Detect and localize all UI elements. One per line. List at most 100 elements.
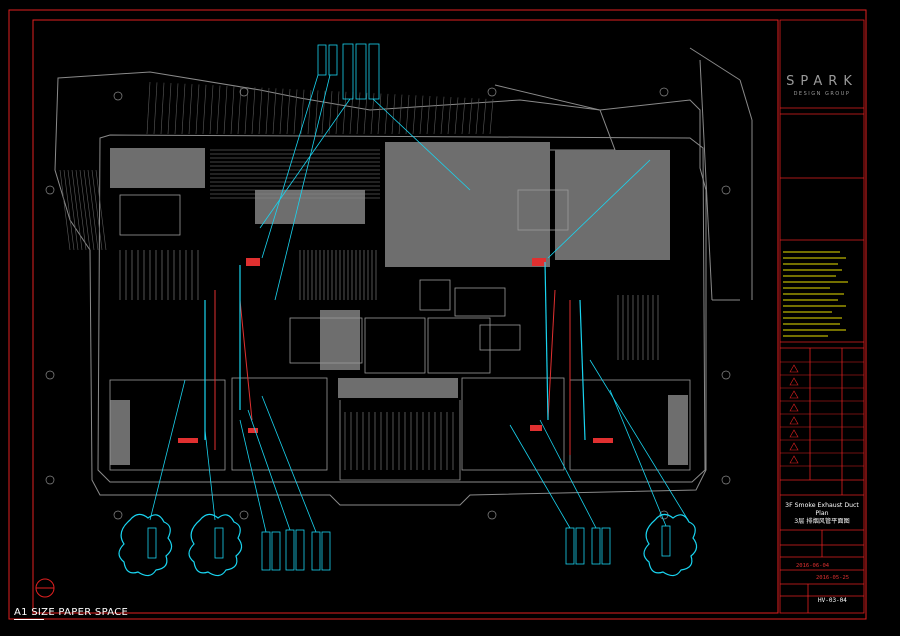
facade-hatch-line [202,84,207,135]
leader-line [261,395,317,533]
leader-line [261,74,319,259]
facade-hatch-line [59,169,71,251]
date-revision: 2016-05-25 [816,575,850,581]
parking-stripes [119,149,659,470]
facade-hatch-line [79,169,91,251]
leader-line [547,159,651,259]
facade-hatch-line [75,169,87,251]
paper-space-underline [14,619,44,620]
grid-bubble [659,87,669,97]
facade-hatch-line [342,91,347,135]
facade-hatch-line [265,87,270,135]
facade-hatch-line [272,88,277,135]
facade-hatch-line [153,82,158,135]
duct-tags-top [317,43,380,100]
facade-hatch-line [433,96,438,135]
facade-hatch-line [160,82,165,135]
leader-line [372,98,471,191]
facade-hatch-line [454,97,459,135]
facade-hatch-line [398,94,403,135]
facade-hatch-line [475,98,480,135]
grid-bubble [45,475,55,485]
facade-hatch-line [223,85,228,135]
facade-hatch-line [335,91,340,135]
drawing-title-en: 3F Smoke Exhaust Duct [785,502,859,509]
grid-bubble [487,87,497,97]
leader-line [239,419,267,533]
facade-hatch-line [349,92,354,135]
facade-hatch-line [489,99,494,135]
grid-bubble [113,510,123,520]
facade-hatch-line [167,83,172,135]
red-duct-lines [214,289,571,455]
general-notes [783,251,848,337]
solid-masses [110,142,688,465]
facade-hatch-line [391,94,396,135]
inner-frame [32,19,779,614]
paper-space-label: A1 SIZE PAPER SPACE [14,607,129,618]
interior-walls [109,189,691,481]
facade-hatch-line [83,169,95,251]
facade-hatch-line [412,95,417,135]
facade-hatch-line [293,89,298,135]
revision-clouds [118,513,698,577]
facade-hatch-line [440,96,445,135]
facade-hatch-line [300,89,305,135]
leader-line [609,389,667,527]
facade-hatch-line [71,169,83,251]
facade-hatch-line [146,81,151,135]
grid-bubble [721,370,731,380]
facade-hatch-line [188,84,193,135]
revision-table [780,361,864,467]
facade-hatch-line [405,94,410,135]
cyan-duct-runs [204,261,586,441]
annotation-leaders [149,74,689,533]
facade-hatch-line [419,95,424,135]
facade-hatch-line [230,86,235,135]
facade-hatch-line [91,169,103,251]
facade-hatch-line [95,169,107,251]
facade-hatch-line [328,91,333,135]
facade-hatch-line [181,83,186,135]
leader-line [149,379,186,521]
outer-frame [8,9,867,620]
facade-hatch-line [216,85,221,135]
leader-line [247,409,291,531]
grid-bubble [487,510,497,520]
company-logo: SPARK DESIGN GROUP [784,74,860,97]
grid-bubble [721,185,731,195]
leader-line [274,74,331,301]
grid-bubble [113,91,123,101]
leader-line [509,424,571,529]
facade-hatch-line [377,93,382,135]
facade-hatch-line [195,84,200,135]
facade-hatch-line [447,97,452,135]
facade-hatch-line [174,83,179,135]
logo-subtitle: DESIGN GROUP [793,91,851,97]
facade-hatch-line [286,88,291,135]
drawing-title-en2: Plan [815,510,829,517]
grid-bubble [45,185,55,195]
building-outline [54,47,753,506]
facade-hatch-line [356,92,361,135]
drawing-title-cn: 3层 排烟风管平面图 [794,518,850,525]
leader-line [589,359,689,521]
facade-hatch-line [482,98,487,135]
facade-hatch-line [468,98,473,135]
facade-hatch-line [307,90,312,135]
facade-hatch-line [258,87,263,135]
grid-bubble [721,475,731,485]
leader-line [259,98,351,229]
facade-hatch-line [251,87,256,135]
facade-hatch-line [314,90,319,135]
facade-hatch-line [244,86,249,135]
grid-bubble [239,510,249,520]
facade-hatch-line [87,169,99,251]
date-issue: 2016-06-04 [796,563,830,569]
facade-hatch-line [426,95,431,135]
revision-triangles [789,364,799,464]
facade-hatch-line [384,93,389,135]
logo-name: SPARK [786,74,858,89]
drawing-title: 3F Smoke Exhaust Duct Plan 3层 排烟风管平面图 [784,502,860,526]
